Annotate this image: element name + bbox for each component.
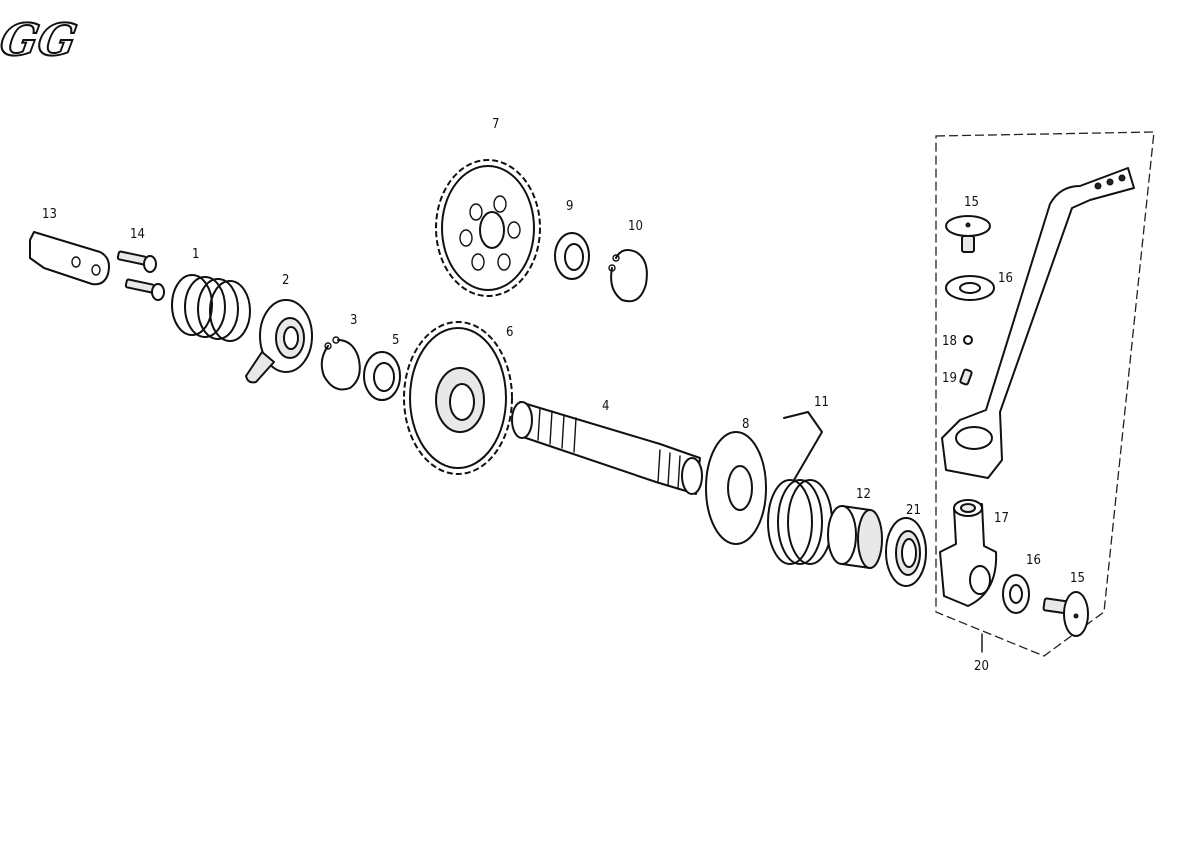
label-20: 20 — [974, 659, 989, 674]
label-21: 21 — [906, 503, 921, 518]
part-3-circlip — [320, 336, 361, 391]
brand-logo: GG — [0, 13, 82, 67]
part-10-circlip — [608, 249, 648, 303]
label-5: 5 — [392, 333, 399, 348]
part-11-return-spring — [767, 411, 833, 565]
part-16-washer-top — [945, 275, 995, 301]
label-13: 13 — [42, 207, 57, 222]
label-12: 12 — [856, 487, 871, 502]
part-6-kick-gear — [403, 321, 513, 475]
part-21-oil-seal — [885, 517, 927, 587]
part-17-kick-boss — [939, 499, 998, 607]
label-7: 7 — [492, 117, 499, 132]
part-13-stopper-plate — [29, 231, 110, 286]
label-18: 18 — [942, 334, 957, 349]
label-9: 9 — [566, 199, 573, 214]
label-10: 10 — [628, 219, 643, 234]
part-1-spring — [171, 274, 251, 342]
part-labels: 13 14 1 2 3 5 6 7 9 10 4 8 11 12 21 15 1… — [42, 117, 1085, 674]
label-15-top: 15 — [964, 195, 979, 210]
part-8-thrust-washer — [705, 431, 767, 545]
label-17: 17 — [994, 511, 1009, 526]
part-16-washer-bottom — [1002, 574, 1030, 614]
part-5-washer — [363, 351, 401, 401]
label-19: 19 — [942, 371, 957, 386]
label-2: 2 — [282, 273, 289, 288]
label-15-bottom: 15 — [1070, 571, 1085, 586]
part-9-washer — [554, 232, 590, 280]
part-4-kick-shaft — [511, 401, 703, 495]
label-6: 6 — [506, 325, 513, 340]
part-12-spring-guide — [827, 505, 883, 569]
label-8: 8 — [742, 417, 749, 432]
part-20-assembly-frame — [935, 131, 1155, 657]
label-3: 3 — [350, 313, 357, 328]
label-16-bottom: 16 — [1026, 553, 1041, 568]
label-1: 1 — [192, 247, 199, 262]
label-16-top: 16 — [998, 271, 1013, 286]
label-14: 14 — [130, 227, 145, 242]
label-11: 11 — [814, 395, 829, 410]
logo-text: GG — [0, 14, 81, 66]
part-15-bolt-bottom — [1042, 591, 1089, 637]
part-15-bolt-top — [945, 215, 991, 253]
part-18-ball — [963, 335, 973, 345]
part-19-spring — [959, 368, 973, 386]
part-2-ratchet — [245, 299, 313, 384]
label-4: 4 — [602, 399, 609, 414]
part-7-idle-gear — [435, 159, 541, 297]
part-14-bolts — [116, 250, 165, 301]
kick-arm — [941, 167, 1135, 479]
